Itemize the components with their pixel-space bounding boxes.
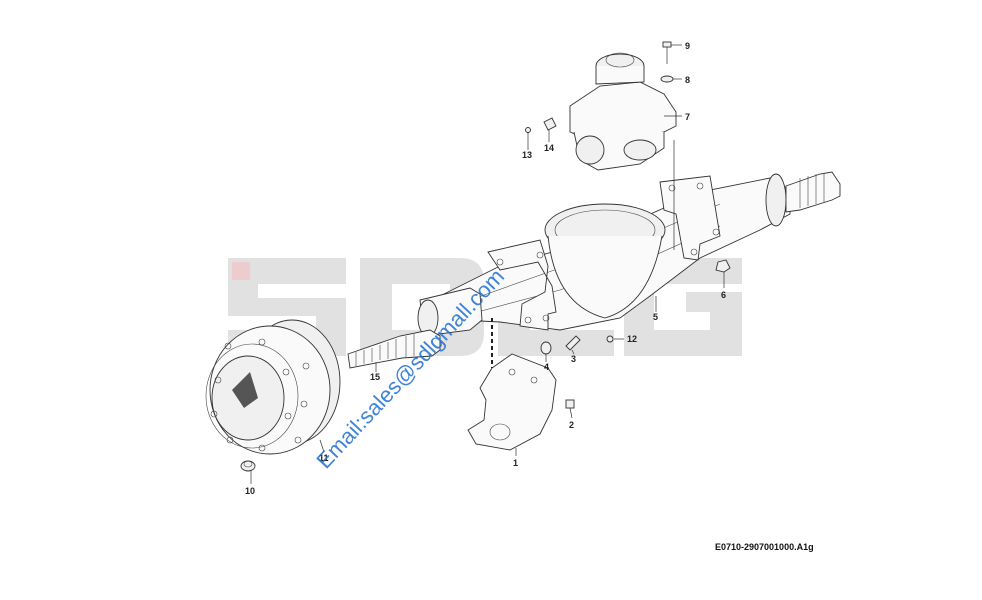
callout-13: 13 [522,150,532,160]
bolt-2 [565,399,575,409]
plug-part [240,460,256,472]
washer-8 [660,75,674,83]
callout-12: 12 [627,334,637,344]
callout-14: 14 [544,143,554,153]
callout-6: 6 [721,290,726,300]
leader-lines [250,44,725,484]
nut-6 [715,259,731,273]
callout-2: 2 [569,420,574,430]
drawing-reference: E0710-2907001000.A1g [715,542,814,552]
callout-9: 9 [685,41,690,51]
wheel-hub [205,319,341,455]
bolt-9 [662,41,672,64]
callout-4: 4 [544,362,549,372]
axle-housing [417,171,841,337]
washer-4 [540,341,552,355]
callout-15: 15 [370,372,380,382]
bracket-part [467,353,557,451]
callout-8: 8 [685,75,690,85]
plug-12 [606,335,614,343]
callout-11: 11 [319,453,329,463]
callout-3: 3 [571,354,576,364]
bolt-3 [565,335,581,351]
callout-10: 10 [245,486,255,496]
callout-7: 7 [685,112,690,122]
differential-assembly [569,52,677,171]
callout-5: 5 [653,312,658,322]
half-shaft [347,329,441,369]
plate-14 [543,117,557,131]
screw-13 [525,127,531,133]
callout-1: 1 [513,458,518,468]
